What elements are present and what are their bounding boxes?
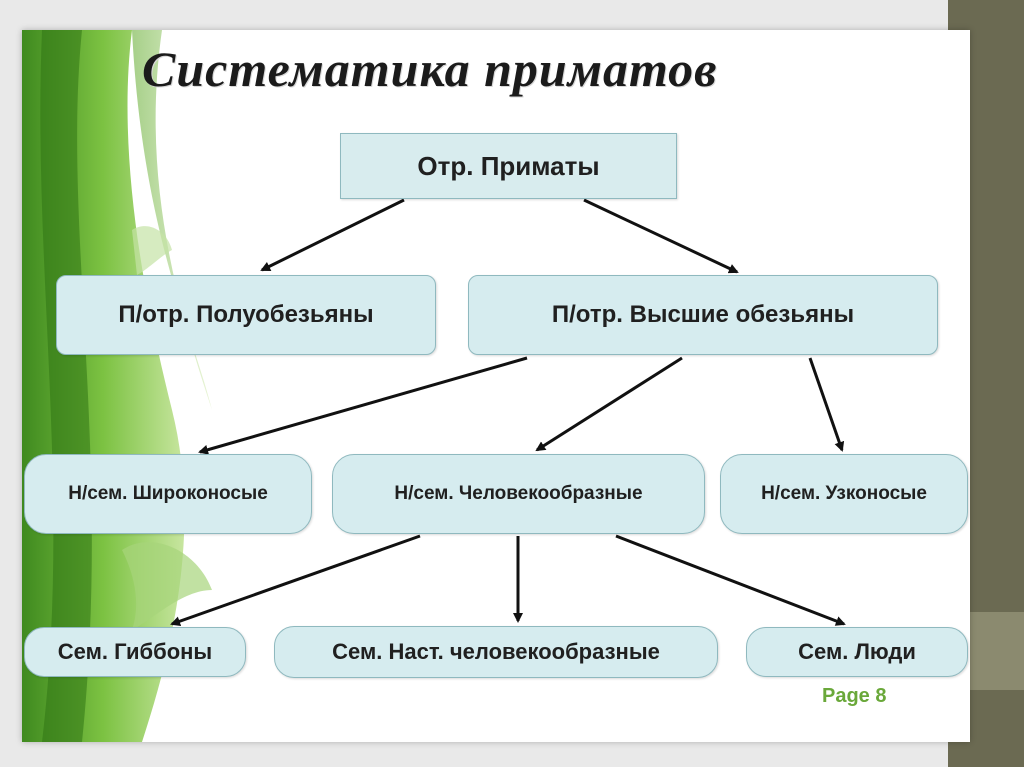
- node-order-primates: Отр. Приматы: [340, 133, 677, 199]
- arrow-hominoids-to-humans: [615, 534, 846, 626]
- node-suborder-prosimians: П/отр. Полуобезьяны: [56, 275, 436, 355]
- node-family-humans: Сем. Люди: [746, 627, 968, 677]
- arrow-higher-to-platyrrhini: [198, 356, 528, 455]
- page-number-label: Page 8: [822, 685, 887, 707]
- arrow-higher-to-catarrhini: [808, 357, 845, 452]
- node-suborder-higher-apes: П/отр. Высшие обезьяны: [468, 275, 938, 355]
- green-leaf-decoration: [22, 30, 212, 742]
- node-family-great-apes: Сем. Наст. человекообразные: [274, 626, 718, 678]
- arrow-higher-to-hominoids: [535, 356, 683, 452]
- node-family-gibbons: Сем. Гиббоны: [24, 627, 246, 677]
- node-superfamily-catarrhini: Н/сем. Узконосые: [720, 454, 968, 534]
- arrow-order-to-higher-apes: [583, 198, 739, 274]
- node-superfamily-platyrrhini: Н/сем. Широконосые: [24, 454, 312, 534]
- arrow-hominoids-to-gibbons: [170, 534, 421, 627]
- slide-title: Систематика приматов: [142, 41, 718, 97]
- arrow-order-to-prosimians: [260, 198, 405, 272]
- slide: Систематика приматов Отр. Приматы П/отр.…: [22, 30, 970, 742]
- node-superfamily-hominoids: Н/сем. Человекообразные: [332, 454, 705, 534]
- hierarchy-arrows: [170, 198, 846, 627]
